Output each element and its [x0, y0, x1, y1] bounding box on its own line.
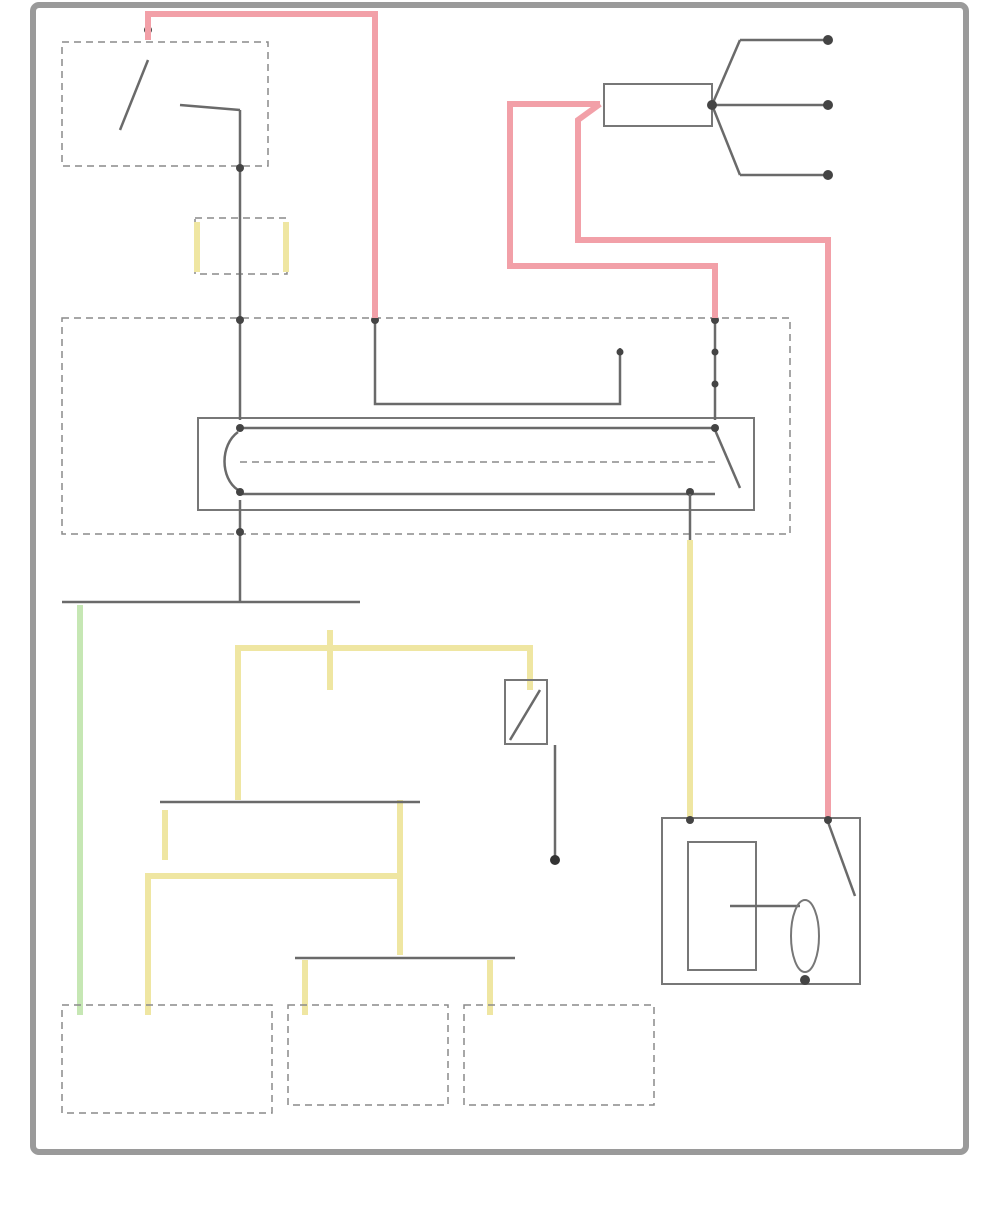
junction-block-enclosure: [61, 317, 791, 535]
starter-terminal: [686, 816, 694, 824]
relay-switch-contact: [713, 429, 742, 489]
fuse-terminal: [711, 380, 719, 388]
ground-terminal: [550, 855, 560, 865]
junction-block-group: [61, 317, 791, 535]
fuse-terminal: [711, 348, 719, 356]
pcm-connector-block: [463, 1004, 655, 1106]
ignition-switch-link: [179, 103, 241, 112]
ignition-switch-enclosure: [61, 41, 269, 167]
wire-red-starter-feed: [575, 101, 831, 820]
red-wires: [145, 11, 831, 820]
ignition-switch-contact: [118, 59, 150, 131]
splice-dot: [236, 528, 244, 536]
starter-solenoid: [826, 821, 857, 897]
neutral-switch-contact: [508, 689, 542, 741]
battery-junction-group: [603, 35, 833, 180]
relay-coil-symbol: [223, 430, 239, 492]
relay-terminal: [236, 424, 244, 432]
battery-terminal: [823, 35, 833, 45]
neutral-safety-switch-box: [504, 679, 548, 745]
wire-red-battery-loop: [507, 101, 718, 318]
starter-group: [661, 816, 861, 985]
starter-box: [661, 817, 861, 985]
wire-yellow-pcm: [235, 645, 533, 800]
diagram-border: [30, 2, 969, 1155]
starter-relay-box: [197, 417, 755, 511]
battery-terminal: [823, 100, 833, 110]
splice-dot: [236, 316, 244, 324]
neutral-safety-group: [504, 679, 560, 865]
starter-motor-symbol: [790, 899, 820, 973]
relay-terminal: [236, 488, 244, 496]
starter-terminal: [800, 975, 810, 985]
fusible-link: [710, 104, 742, 176]
pcm-connector-block: [287, 1004, 449, 1106]
fusible-link: [710, 39, 742, 106]
starter-terminal: [824, 816, 832, 824]
battery-junction-box: [603, 83, 713, 127]
relay-terminal: [711, 424, 719, 432]
yellow-wires: [145, 540, 693, 1015]
wire-gray: [373, 315, 622, 406]
ignition-switch-group: [61, 26, 269, 195]
battery-terminal: [823, 170, 833, 180]
gray-wires: [62, 195, 719, 604]
ignition-terminal: [236, 164, 244, 172]
relay-terminal: [686, 488, 694, 496]
pcm-connector-block: [61, 1004, 273, 1114]
wire-red-ignition-feed: [145, 11, 378, 318]
fuse-terminal: [616, 348, 624, 356]
battery-terminal: [707, 100, 717, 110]
pcm-connectors: [61, 800, 655, 1114]
wire-yellow: [145, 873, 400, 1015]
